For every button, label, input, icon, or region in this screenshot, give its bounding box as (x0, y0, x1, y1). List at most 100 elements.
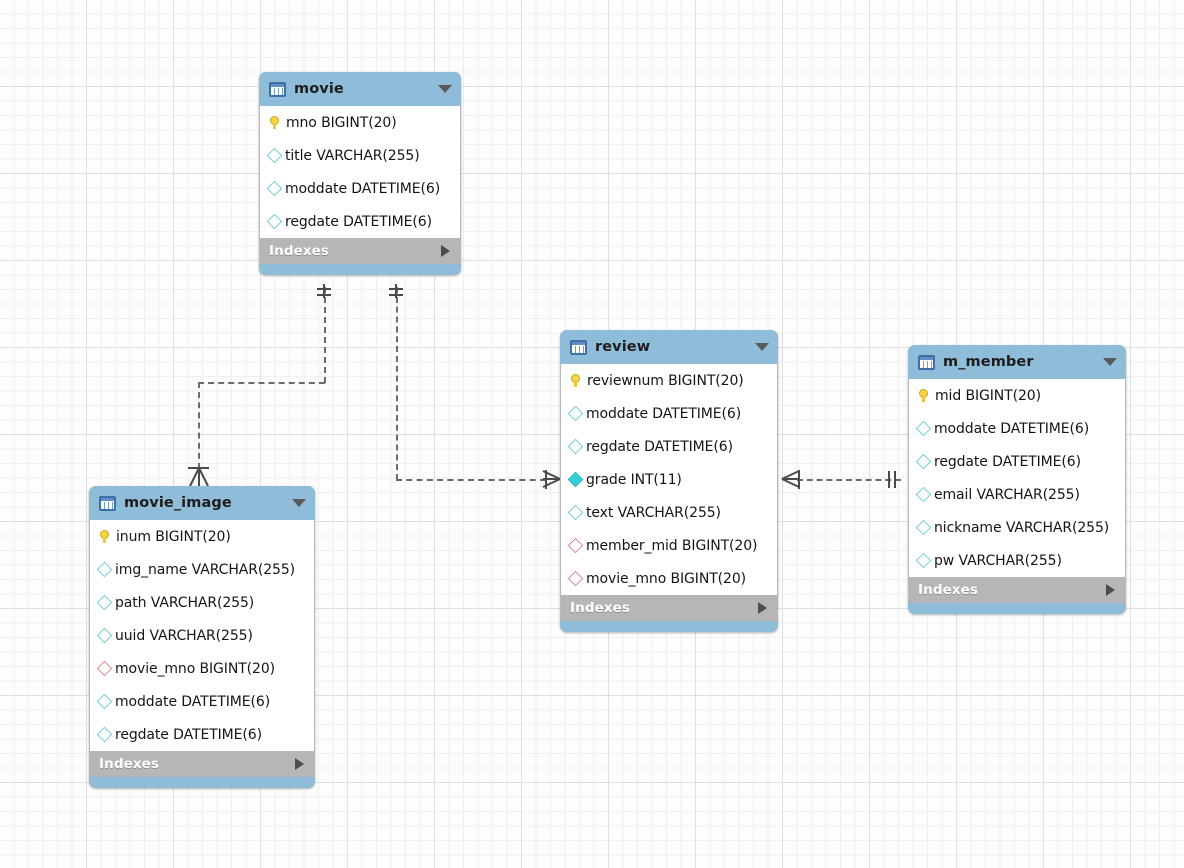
table-m_member[interactable]: m_member mid BIGINT(20) moddate DATETIME… (908, 345, 1126, 614)
relation-segment (396, 479, 546, 481)
table-row[interactable]: mid BIGINT(20) (909, 379, 1125, 412)
diamond-icon (567, 504, 584, 521)
diamond-icon (96, 594, 113, 611)
table-row[interactable]: member_mid BIGINT(20) (561, 529, 777, 562)
column-label: member_mid BIGINT(20) (586, 537, 758, 554)
table-row[interactable]: inum BIGINT(20) (90, 520, 314, 553)
table-row[interactable]: path VARCHAR(255) (90, 586, 314, 619)
column-label: text VARCHAR(255) (586, 504, 721, 521)
table-name: movie_image (124, 495, 232, 511)
table-row[interactable]: movie_mno BIGINT(20) (561, 562, 777, 595)
relation-segment (198, 382, 200, 469)
table-review[interactable]: review reviewnum BIGINT(20) moddate DATE… (560, 330, 778, 632)
indexes-label: Indexes (570, 600, 631, 616)
triangle-right-icon[interactable] (1106, 584, 1115, 596)
chevron-down-icon[interactable] (438, 85, 452, 93)
table-header[interactable]: movie_image (89, 486, 315, 520)
diamond-icon (567, 405, 584, 422)
table-header[interactable]: movie (259, 72, 461, 106)
column-label: regdate DATETIME(6) (586, 438, 733, 455)
table-icon (269, 81, 286, 97)
table-row[interactable]: moddate DATETIME(6) (561, 397, 777, 430)
table-name: m_member (943, 354, 1034, 370)
table-row[interactable]: uuid VARCHAR(255) (90, 619, 314, 652)
column-label: email VARCHAR(255) (934, 486, 1080, 503)
triangle-right-icon[interactable] (758, 602, 767, 614)
table-row[interactable]: title VARCHAR(255) (260, 139, 460, 172)
chevron-down-icon[interactable] (1103, 358, 1117, 366)
key-icon (570, 374, 582, 387)
table-row[interactable]: moddate DATETIME(6) (260, 172, 460, 205)
column-label: img_name VARCHAR(255) (115, 561, 296, 578)
cardinality-one-bar (395, 284, 397, 298)
table-row[interactable]: text VARCHAR(255) (561, 496, 777, 529)
cardinality-one-bar (894, 471, 896, 488)
diamond-icon (915, 552, 932, 569)
column-list: reviewnum BIGINT(20) moddate DATETIME(6)… (560, 364, 778, 595)
column-list: mno BIGINT(20) title VARCHAR(255) moddat… (259, 106, 461, 238)
column-label: mid BIGINT(20) (935, 387, 1041, 404)
column-label: mno BIGINT(20) (286, 114, 397, 131)
diamond-icon (567, 438, 584, 455)
table-row[interactable]: img_name VARCHAR(255) (90, 553, 314, 586)
diamond-icon (266, 213, 283, 230)
diamond-icon (915, 486, 932, 503)
table-row[interactable]: regdate DATETIME(6) (909, 445, 1125, 478)
indexes-section[interactable]: Indexes (560, 595, 778, 621)
chevron-down-icon[interactable] (292, 499, 306, 507)
table-row[interactable]: nickname VARCHAR(255) (909, 511, 1125, 544)
diamond-icon (96, 693, 113, 710)
column-label: regdate DATETIME(6) (115, 726, 262, 743)
table-movie[interactable]: movie mno BIGINT(20) title VARCHAR(255) … (259, 72, 461, 275)
cardinality-one-bar (389, 288, 403, 290)
indexes-section[interactable]: Indexes (89, 751, 315, 777)
diamond-icon (266, 147, 283, 164)
table-icon (570, 339, 587, 355)
table-row[interactable]: moddate DATETIME(6) (90, 685, 314, 718)
table-row[interactable]: email VARCHAR(255) (909, 478, 1125, 511)
table-row[interactable]: moddate DATETIME(6) (909, 412, 1125, 445)
table-row[interactable]: regdate DATETIME(6) (561, 430, 777, 463)
diamond-icon (915, 420, 932, 437)
chevron-down-icon[interactable] (755, 343, 769, 351)
cardinality-one-bar (317, 294, 331, 296)
table-row[interactable]: regdate DATETIME(6) (260, 205, 460, 238)
indexes-section[interactable]: Indexes (908, 577, 1126, 603)
column-label: path VARCHAR(255) (115, 594, 255, 611)
column-label: regdate DATETIME(6) (934, 453, 1081, 470)
column-list: mid BIGINT(20) moddate DATETIME(6) regda… (908, 379, 1126, 577)
table-row[interactable]: mno BIGINT(20) (260, 106, 460, 139)
diamond-icon (915, 519, 932, 536)
column-label: grade INT(11) (586, 471, 682, 488)
column-label: pw VARCHAR(255) (934, 552, 1062, 569)
cardinality-one-bar (317, 288, 331, 290)
diamond-red-icon (567, 570, 584, 587)
column-label: inum BIGINT(20) (116, 528, 231, 545)
cardinality-one-bar (888, 471, 890, 488)
crowsfoot-many-icon (542, 470, 561, 488)
table-name: movie (294, 81, 344, 97)
column-label: uuid VARCHAR(255) (115, 627, 253, 644)
table-row[interactable]: reviewnum BIGINT(20) (561, 364, 777, 397)
table-header[interactable]: review (560, 330, 778, 364)
relation-segment (324, 287, 326, 383)
table-row[interactable]: pw VARCHAR(255) (909, 544, 1125, 577)
key-icon (918, 389, 930, 402)
table-icon (918, 354, 935, 370)
diamond-red-icon (567, 537, 584, 554)
triangle-right-icon[interactable] (295, 758, 304, 770)
table-header[interactable]: m_member (908, 345, 1126, 379)
column-label: moddate DATETIME(6) (115, 693, 271, 710)
table-row[interactable]: regdate DATETIME(6) (90, 718, 314, 751)
table-row[interactable]: grade INT(11) (561, 463, 777, 496)
relation-segment (797, 479, 901, 481)
table-movie_image[interactable]: movie_image inum BIGINT(20) img_name VAR… (89, 486, 315, 788)
indexes-section[interactable]: Indexes (259, 238, 461, 264)
table-row[interactable]: movie_mno BIGINT(20) (90, 652, 314, 685)
diamond-icon (567, 471, 584, 488)
diamond-icon (96, 561, 113, 578)
diamond-icon (96, 726, 113, 743)
indexes-label: Indexes (269, 243, 330, 259)
triangle-right-icon[interactable] (441, 245, 450, 257)
column-label: movie_mno BIGINT(20) (115, 660, 275, 677)
